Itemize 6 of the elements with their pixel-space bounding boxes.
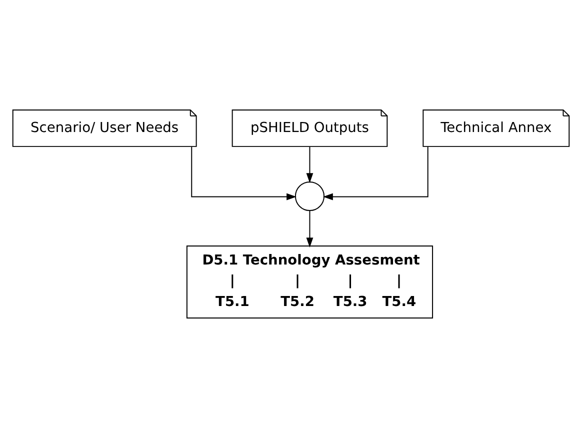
arrow (323, 146, 428, 200)
arrow (306, 146, 314, 183)
arrow (191, 146, 296, 200)
arrow (306, 210, 314, 248)
node-circle (294, 181, 325, 212)
node-box: D5.1 Technology Assesment | | | | T5.1 T5.2 T5.3 T5.4 (186, 246, 434, 319)
